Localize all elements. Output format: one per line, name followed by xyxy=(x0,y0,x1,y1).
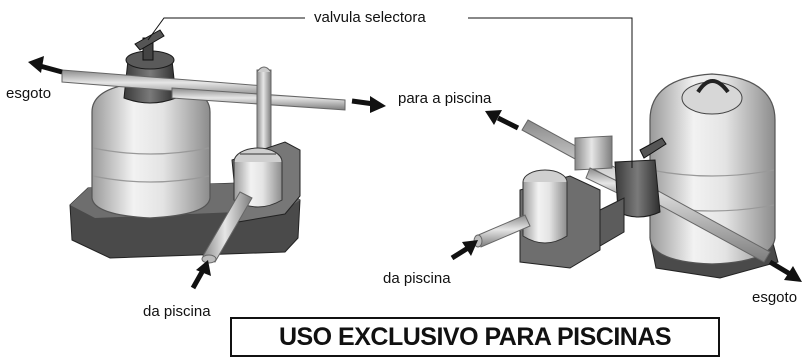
exclusive-use-banner: USO EXCLUSIVO PARA PISCINAS xyxy=(230,317,720,357)
arrow-esgoto-right xyxy=(768,259,802,282)
arrow-esgoto-left xyxy=(28,56,63,75)
right-filter-unit xyxy=(473,73,779,279)
valve-label: valvula selectora xyxy=(314,9,426,26)
arrow-da-piscina-right xyxy=(450,240,478,261)
da-piscina-left-label: da piscina xyxy=(143,303,211,320)
para-a-piscina-label: para a piscina xyxy=(398,90,492,107)
arrow-para-a-piscina xyxy=(351,96,386,113)
banner-text: USO EXCLUSIVO PARA PISCINAS xyxy=(278,322,672,351)
arrow-da-piscina-left xyxy=(190,260,211,290)
da-piscina-right-label: da piscina xyxy=(383,270,451,287)
esgoto-right-label: esgoto xyxy=(752,289,798,306)
left-filter-unit xyxy=(61,29,346,264)
arrow-from-right-unit xyxy=(485,110,520,131)
esgoto-left-label: esgoto xyxy=(6,85,52,102)
valve-leader-lines xyxy=(147,17,633,168)
